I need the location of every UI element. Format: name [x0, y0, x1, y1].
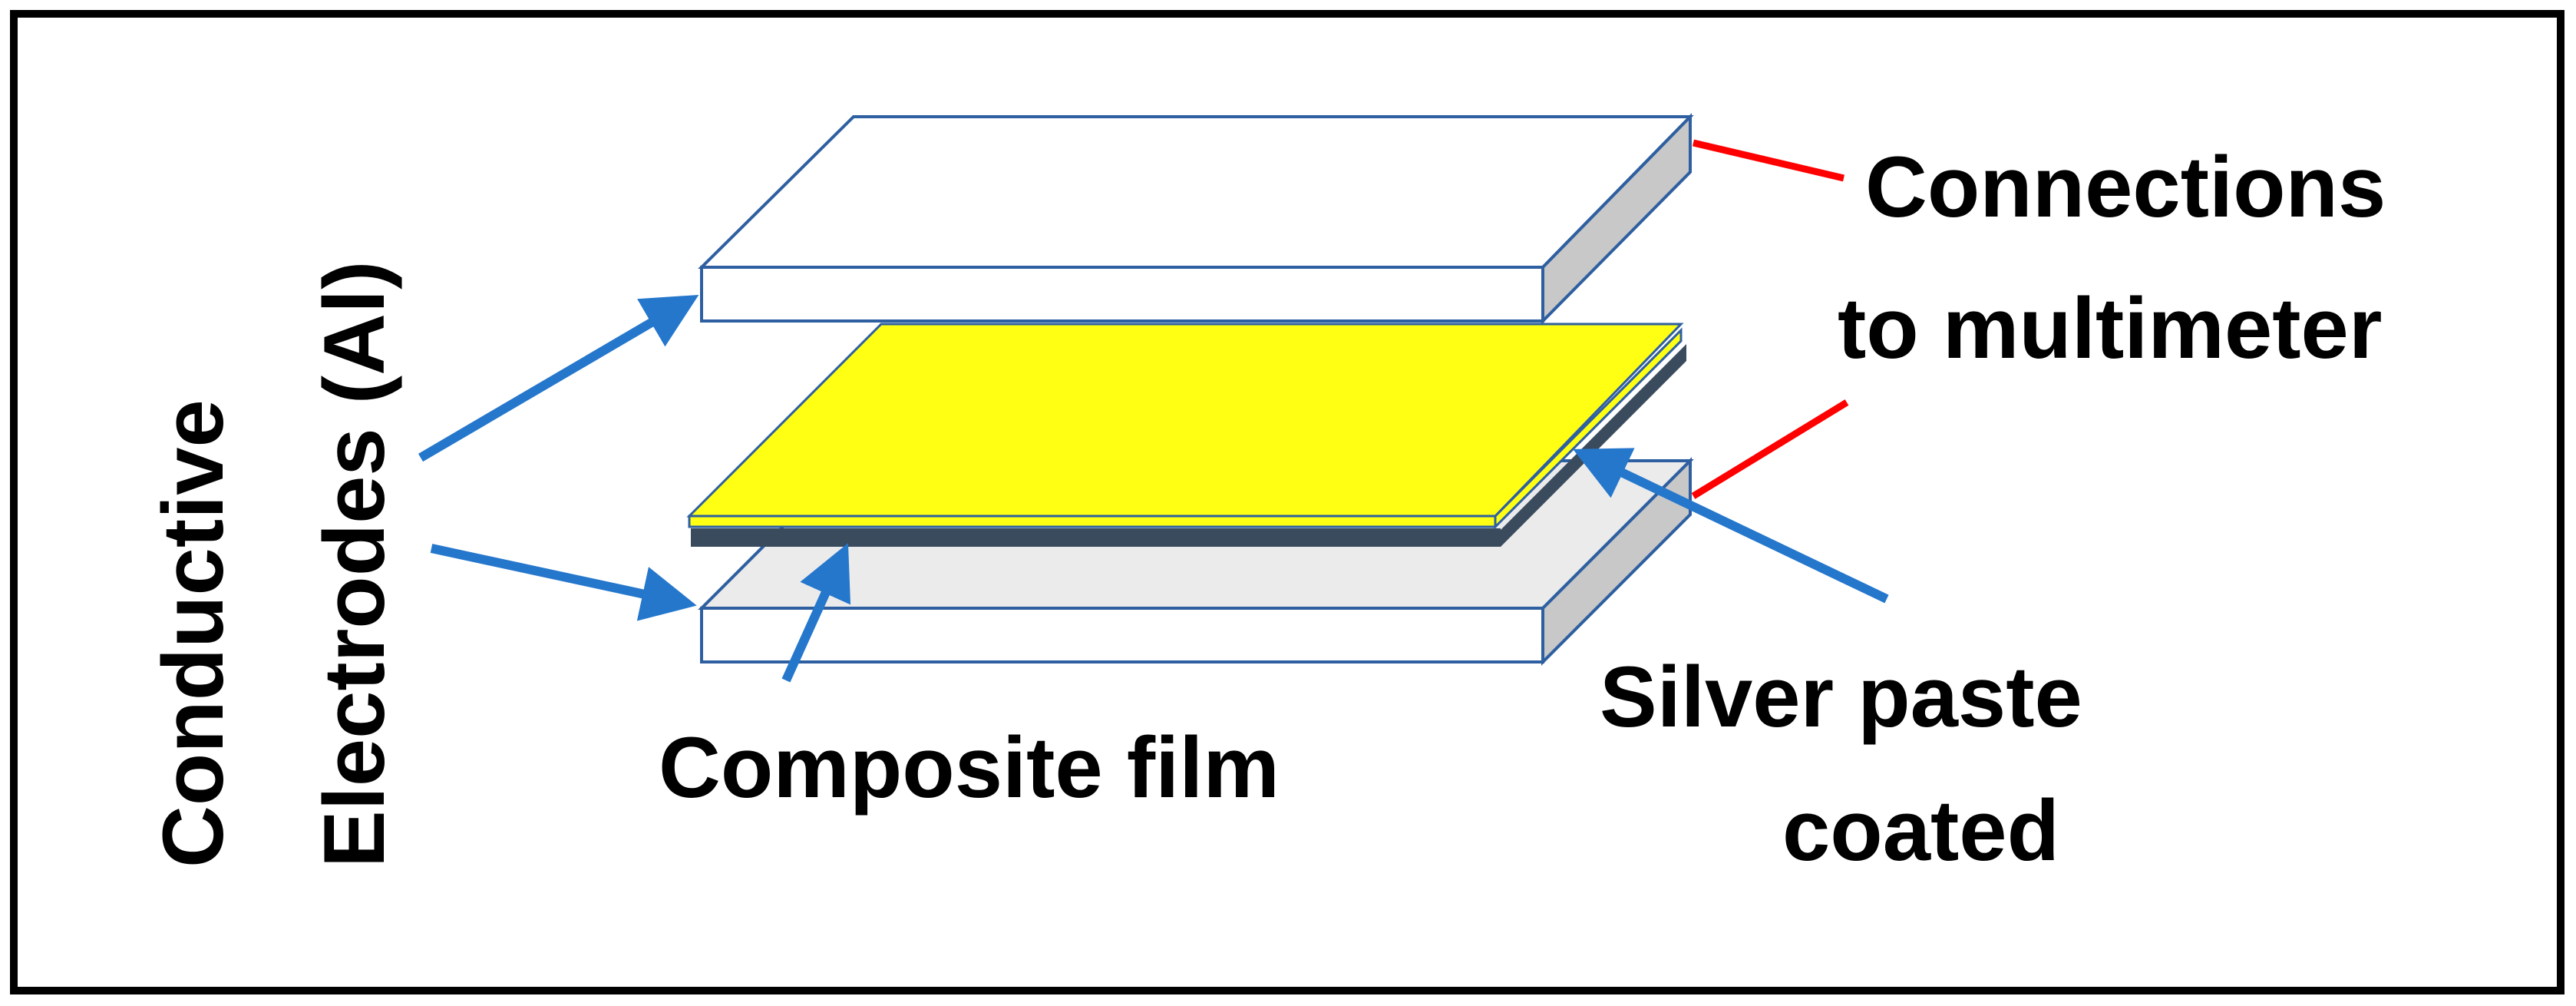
upper-connection-wire [1692, 139, 1845, 182]
silver-paste-label-line1: Silver paste [1600, 649, 2082, 745]
upper-electrode-arrow [418, 294, 699, 462]
silver-paste-layer [691, 344, 1686, 547]
composite-film-front [688, 515, 1497, 528]
composite-film-label: Composite film [659, 720, 1280, 816]
upper-electrode [698, 113, 1694, 325]
connections-label-line2: to multimeter [1838, 280, 2382, 376]
composite-film-arrow [781, 543, 851, 683]
silver-paste-side [1501, 344, 1686, 547]
electrodes-label-line1: Conductive [145, 399, 241, 868]
electrodes-label-line2: Electrodes (Al) [306, 261, 402, 868]
silver-paste-front [691, 528, 1501, 547]
silver-paste-label-line2: coated [1782, 783, 2059, 879]
composite-film [686, 323, 1684, 530]
lower-connection-wire [1691, 399, 1849, 499]
connections-label-line1: Connections [1865, 139, 2386, 235]
lower-electrode-front-face [700, 607, 1544, 663]
upper-electrode-top-face [698, 115, 1694, 269]
silver-paste-arrow [1573, 448, 1889, 604]
upper-electrode-front-face [700, 266, 1544, 323]
lower-electrode-arrow [430, 544, 697, 621]
